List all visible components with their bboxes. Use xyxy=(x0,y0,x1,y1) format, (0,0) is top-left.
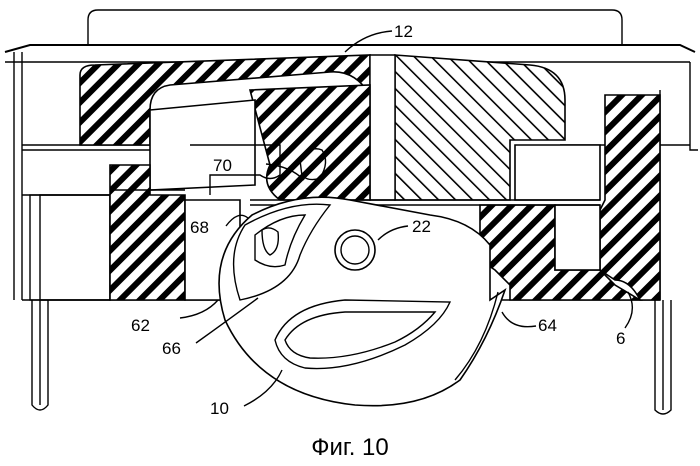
latch-plate-part-10 xyxy=(219,197,505,406)
label-66: 66 xyxy=(162,339,181,358)
label-62: 62 xyxy=(131,316,150,335)
label-6: 6 xyxy=(616,329,625,348)
figure-caption: Фиг. 10 xyxy=(311,434,389,461)
label-10: 10 xyxy=(210,399,229,418)
label-22: 22 xyxy=(412,217,431,236)
top-cover xyxy=(88,10,622,45)
label-12: 12 xyxy=(394,22,413,41)
pivot-pin-part-22 xyxy=(335,230,375,270)
label-70: 70 xyxy=(213,156,232,175)
label-64: 64 xyxy=(538,316,557,335)
upper-body-part-12 xyxy=(80,55,565,200)
label-68: 68 xyxy=(190,218,209,237)
